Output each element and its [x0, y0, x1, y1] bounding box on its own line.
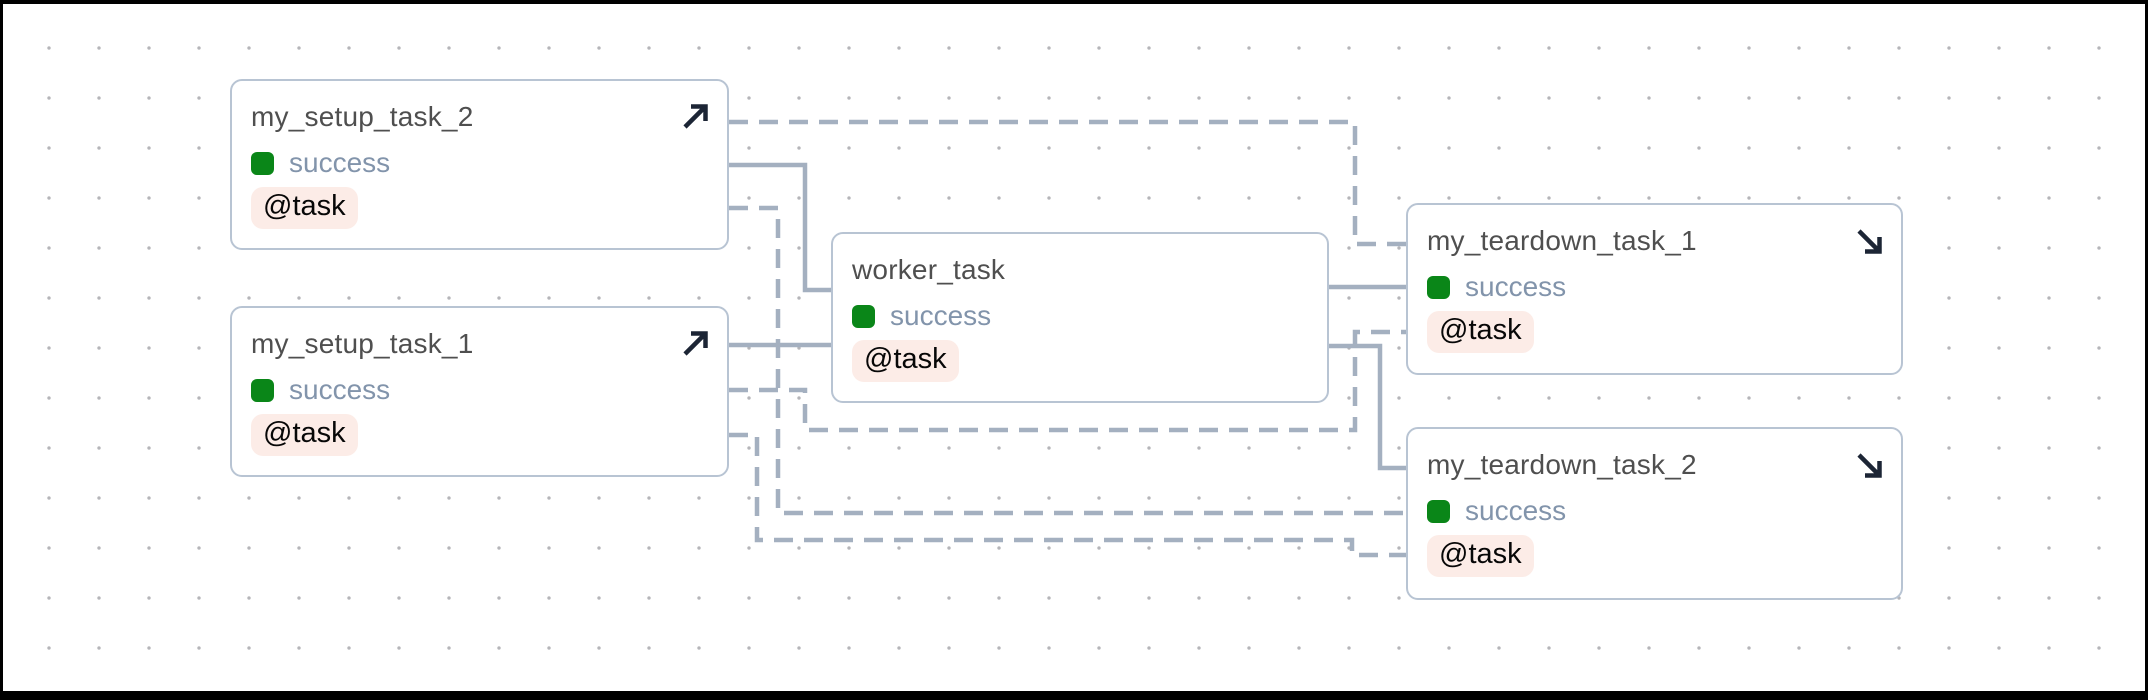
task-state-label: success: [1465, 495, 1567, 526]
task-decorator-badge: @task: [1427, 311, 1534, 353]
edge-setup2-to-teardown1: [729, 119, 1406, 247]
window-border-left: [0, 0, 3, 700]
arrow-up-right-icon: [680, 329, 710, 359]
edge-setup1-to-teardown2: [729, 432, 1406, 558]
edge-setup2-to-teardown2: [729, 205, 1406, 516]
task-state-row: success: [852, 300, 1311, 331]
task-state-row: success: [1427, 271, 1885, 302]
success-state-swatch: [251, 378, 274, 402]
task-node-my-setup-task-2[interactable]: my_setup_task_2 success @task: [230, 79, 729, 250]
task-state-label: success: [890, 300, 992, 331]
task-title: my_teardown_task_1: [1427, 225, 1697, 256]
window-border-top: [0, 0, 2148, 4]
edge-worker-to-teardown2: [1327, 343, 1406, 471]
arrow-down-right-icon: [1854, 226, 1884, 256]
task-node-my-teardown-task-2[interactable]: my_teardown_task_2 success @task: [1406, 427, 1903, 600]
window-border-right: [2145, 0, 2148, 700]
task-state-row: success: [251, 147, 711, 178]
success-state-swatch: [852, 304, 875, 328]
success-state-swatch: [1427, 275, 1450, 299]
task-title: my_teardown_task_2: [1427, 449, 1697, 480]
task-node-my-teardown-task-1[interactable]: my_teardown_task_1 success @task: [1406, 203, 1903, 375]
task-state-row: success: [251, 374, 711, 405]
task-node-worker-task[interactable]: worker_task success @task: [831, 232, 1329, 403]
edge-setup2-to-worker: [729, 162, 833, 293]
task-node-my-setup-task-1[interactable]: my_setup_task_1 success @task: [230, 306, 729, 477]
success-state-swatch: [1427, 499, 1450, 523]
task-title: worker_task: [852, 254, 1006, 285]
task-state-label: success: [289, 147, 391, 178]
task-state-row: success: [1427, 495, 1885, 526]
edge-setup1-to-teardown1: [729, 329, 1406, 433]
task-decorator-badge: @task: [251, 414, 358, 456]
task-state-label: success: [289, 374, 391, 405]
success-state-swatch: [251, 151, 274, 175]
task-decorator-badge: @task: [251, 187, 358, 229]
arrow-up-right-icon: [680, 102, 710, 132]
arrow-down-right-icon: [1854, 450, 1884, 480]
task-decorator-badge: @task: [852, 340, 959, 382]
task-title: my_setup_task_1: [251, 328, 474, 359]
window-border-bottom: [0, 691, 2148, 700]
task-state-label: success: [1465, 271, 1567, 302]
task-title: my_setup_task_2: [251, 101, 474, 132]
task-decorator-badge: @task: [1427, 535, 1534, 577]
